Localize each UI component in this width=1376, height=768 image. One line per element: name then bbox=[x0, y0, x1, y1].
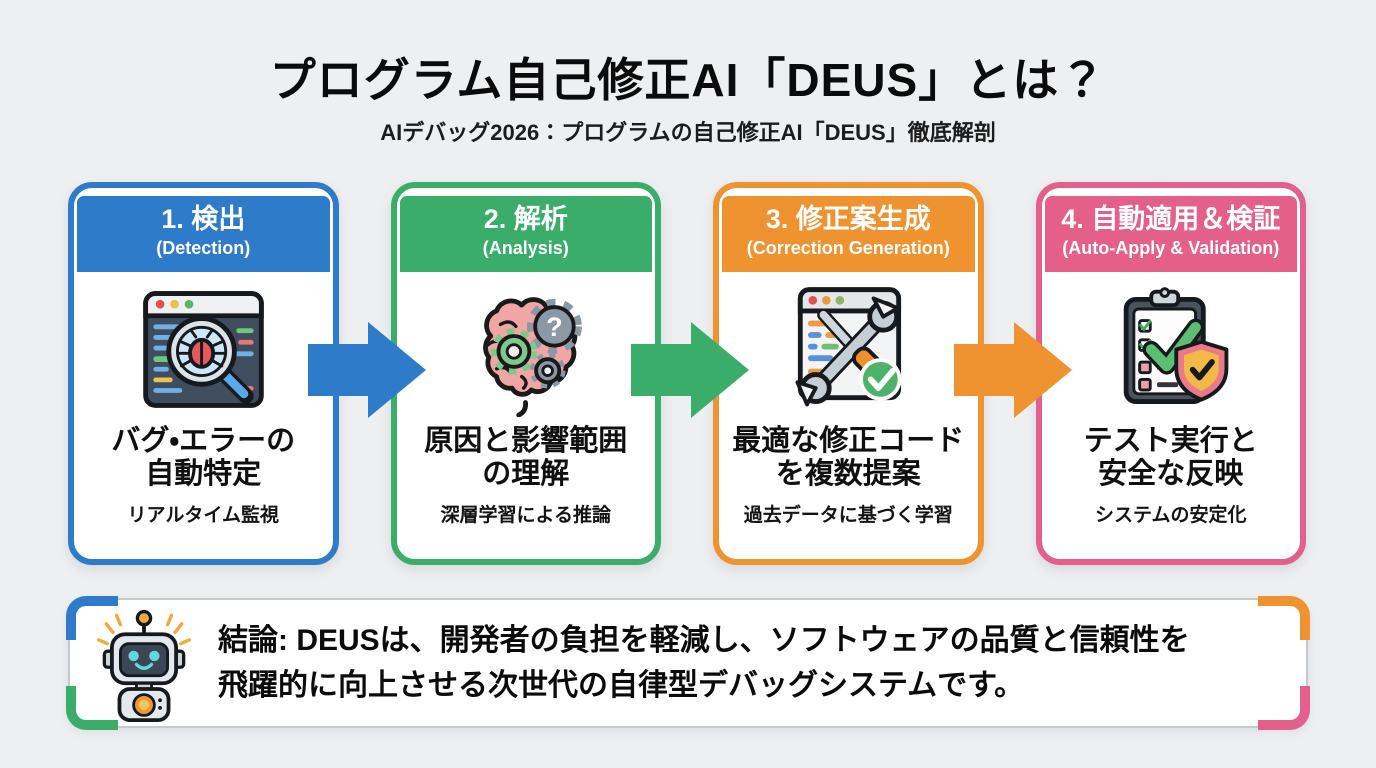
robot-icon bbox=[97, 609, 191, 722]
step-main-text: 最適な修正コードを複数提案 bbox=[732, 425, 965, 491]
wrench-screwdriver-check-icon bbox=[795, 287, 902, 407]
process-steps-row: 1. 検出 (Detection) bbox=[68, 182, 1306, 565]
flow-arrow-right-icon bbox=[308, 322, 426, 418]
flow-arrow-right-icon bbox=[631, 322, 749, 418]
corner-accent-bottom-right bbox=[1258, 686, 1310, 730]
step-note: 深層学習による推論 bbox=[440, 505, 611, 527]
step-note: システムの安定化 bbox=[1095, 505, 1247, 527]
page-title: プログラム自己修正AI「DEUS」とは？ bbox=[269, 54, 1107, 106]
step-main-text: バグ・エラーの自動特定 bbox=[111, 425, 296, 491]
step-card-analysis: 2. 解析 (Analysis) ? 原因と影響範囲の理解 深層学習による推論 bbox=[390, 182, 661, 565]
step-main-text: 原因と影響範囲の理解 bbox=[424, 425, 628, 491]
step-card-validation: 4. 自動適用＆検証 (Auto-Apply & Validation) テスト… bbox=[1035, 182, 1306, 565]
step-card-header: 1. 検出 (Detection) bbox=[77, 196, 330, 272]
flow-arrow-right-icon bbox=[954, 322, 1072, 418]
brain-gears-icon: ? bbox=[483, 297, 583, 417]
svg-text:?: ? bbox=[546, 312, 563, 342]
clipboard-shield-check-icon bbox=[1123, 287, 1229, 404]
step-subtitle: (Analysis) bbox=[482, 237, 569, 258]
step-card-detection: 1. 検出 (Detection) bbox=[68, 182, 339, 565]
step-card-header: 2. 解析 (Analysis) bbox=[399, 196, 652, 272]
step-title: 4. 自動適用＆検証 bbox=[1061, 204, 1281, 234]
conclusion-box: 結論: DEUSは、開発者の負担を軽減し、ソフトウェアの品質と信頼性を 飛躍的に… bbox=[66, 596, 1310, 730]
step-card-header: 4. 自動適用＆検証 (Auto-Apply & Validation) bbox=[1044, 196, 1297, 272]
corner-accent-top-right bbox=[1258, 596, 1310, 640]
bug-magnifier-browser-icon bbox=[142, 291, 264, 408]
step-card-correction: 3. 修正案生成 (Correction Generation) bbox=[713, 182, 984, 565]
step-card-header: 3. 修正案生成 (Correction Generation) bbox=[722, 196, 975, 272]
step-main-text: テスト実行と安全な反映 bbox=[1083, 425, 1258, 491]
step-subtitle: (Detection) bbox=[156, 237, 251, 258]
step-note: リアルタイム監視 bbox=[127, 505, 279, 527]
page-subtitle: AIデバッグ2026：プログラムの自己修正AI「DEUS」徹底解剖 bbox=[380, 120, 996, 145]
step-title: 2. 解析 bbox=[483, 204, 568, 234]
step-subtitle: (Auto-Apply & Validation) bbox=[1062, 237, 1280, 258]
step-title: 3. 修正案生成 bbox=[765, 204, 931, 234]
step-subtitle: (Correction Generation) bbox=[746, 237, 950, 258]
step-note: 過去データに基づく学習 bbox=[743, 505, 953, 527]
step-title: 1. 検出 bbox=[161, 204, 246, 234]
conclusion-text: 結論: DEUSは、開発者の負担を軽減し、ソフトウェアの品質と信頼性を 飛躍的に… bbox=[218, 624, 1190, 702]
